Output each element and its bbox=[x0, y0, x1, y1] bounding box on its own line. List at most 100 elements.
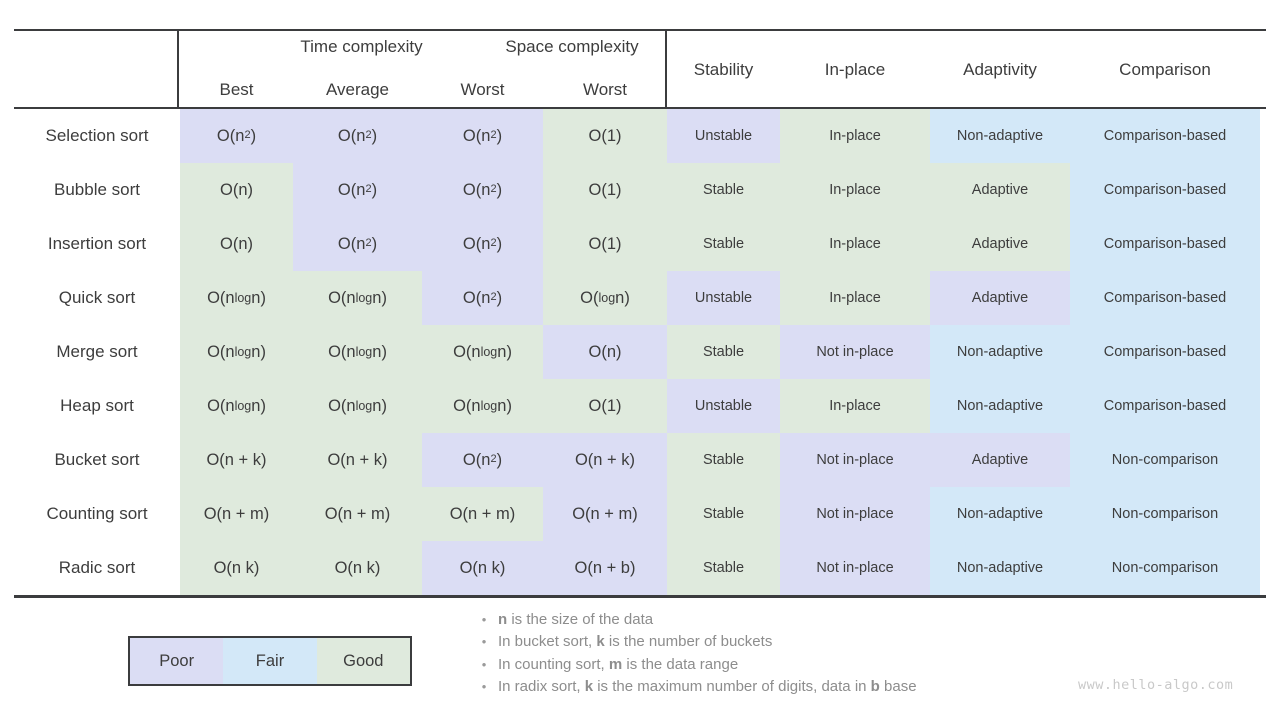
legend-label-poor: Poor bbox=[159, 651, 195, 670]
table-cell: O(n log n) bbox=[422, 325, 543, 379]
table-cell: Adaptive bbox=[930, 271, 1070, 325]
row-label: Bucket sort bbox=[14, 433, 180, 487]
col-header-stability: Stability bbox=[693, 60, 754, 79]
table-cell: O(log n) bbox=[543, 271, 667, 325]
table-top-border bbox=[14, 29, 1266, 31]
row-label: Selection sort bbox=[14, 109, 180, 163]
table-cell: Non-comparison bbox=[1070, 433, 1260, 487]
table-cell: In-place bbox=[780, 163, 930, 217]
time-complexity-group-header: Time complexity bbox=[300, 37, 423, 56]
footnote-text: In radix sort, k is the maximum number o… bbox=[498, 677, 917, 695]
table-cell: Not in-place bbox=[780, 325, 930, 379]
table-cell: O(n + m) bbox=[180, 487, 293, 541]
table-cell: O(1) bbox=[543, 217, 667, 271]
footnotes: •n is the size of the data•In bucket sor… bbox=[470, 609, 917, 698]
table-cell: Not in-place bbox=[780, 541, 930, 595]
table-cell: O(n) bbox=[543, 325, 667, 379]
col-header-best: Best bbox=[219, 80, 254, 99]
legend-item-poor: Poor bbox=[130, 638, 224, 684]
legend-box: Poor Fair Good bbox=[128, 636, 412, 686]
header-divider bbox=[14, 107, 1266, 109]
row-label: Counting sort bbox=[14, 487, 180, 541]
table-cell: O(n) bbox=[180, 163, 293, 217]
table-cell: O(1) bbox=[543, 379, 667, 433]
legend-label-good: Good bbox=[343, 651, 384, 670]
table-cell: Adaptive bbox=[930, 163, 1070, 217]
table-cell: O(n + b) bbox=[543, 541, 667, 595]
table-cell: O(n + m) bbox=[422, 487, 543, 541]
footnote-item: •n is the size of the data bbox=[470, 609, 917, 631]
table-cell: O(n log n) bbox=[293, 379, 422, 433]
table-cell: O(n log n) bbox=[422, 379, 543, 433]
table-cell: O(n k) bbox=[293, 541, 422, 595]
table-cell: Adaptive bbox=[930, 433, 1070, 487]
col-header-inplace: In-place bbox=[824, 60, 886, 79]
table-cell: O(n log n) bbox=[293, 271, 422, 325]
footnote-text: n is the size of the data bbox=[498, 611, 654, 628]
table-cell: Unstable bbox=[667, 379, 780, 433]
table-cell: O(n + m) bbox=[293, 487, 422, 541]
table-cell: Stable bbox=[667, 163, 780, 217]
table-cell: Stable bbox=[667, 325, 780, 379]
col-header-adaptivity: Adaptivity bbox=[963, 60, 1037, 79]
table-cell: Comparison-based bbox=[1070, 325, 1260, 379]
table-cell: Adaptive bbox=[930, 217, 1070, 271]
table-cell: In-place bbox=[780, 379, 930, 433]
row-label: Bubble sort bbox=[14, 163, 180, 217]
bullet-icon: • bbox=[481, 678, 487, 694]
table-cell: O(n + m) bbox=[543, 487, 667, 541]
table-cell: O(n + k) bbox=[543, 433, 667, 487]
table-cell: Unstable bbox=[667, 109, 780, 163]
legend-item-good: Good bbox=[316, 638, 410, 684]
table-cell: In-place bbox=[780, 217, 930, 271]
col-header-worst-time: Worst bbox=[460, 80, 505, 99]
table-cell: Non-adaptive bbox=[930, 487, 1070, 541]
table-cell: Not in-place bbox=[780, 487, 930, 541]
footnote-item: • In counting sort, m is the data range bbox=[470, 654, 917, 676]
space-complexity-group-header: Space complexity bbox=[505, 37, 639, 56]
table-cell: Non-adaptive bbox=[930, 541, 1070, 595]
table-cell: O(n log n) bbox=[293, 325, 422, 379]
table-cell: Stable bbox=[667, 487, 780, 541]
table-cell: Stable bbox=[667, 217, 780, 271]
table-cell: O(n + k) bbox=[293, 433, 422, 487]
footnote-text: In counting sort, m is the data range bbox=[498, 655, 739, 673]
table-cell: Unstable bbox=[667, 271, 780, 325]
row-label: Insertion sort bbox=[14, 217, 180, 271]
table-cell: In-place bbox=[780, 271, 930, 325]
footnote-item: •In bucket sort, k is the number of buck… bbox=[470, 631, 917, 653]
row-label: Radic sort bbox=[14, 541, 180, 595]
table-cell: O(n + k) bbox=[180, 433, 293, 487]
table-cell: Comparison-based bbox=[1070, 163, 1260, 217]
watermark: www.hello-algo.com bbox=[1078, 677, 1234, 693]
table-cell: Comparison-based bbox=[1070, 109, 1260, 163]
bullet-icon: • bbox=[481, 656, 487, 672]
col-header-comparison: Comparison bbox=[1119, 60, 1211, 79]
row-label: Merge sort bbox=[14, 325, 180, 379]
table-cell: O(n k) bbox=[180, 541, 293, 595]
table-cell: O(1) bbox=[543, 109, 667, 163]
table-cell: Non-adaptive bbox=[930, 379, 1070, 433]
footnote-text: In bucket sort, k is the number of bucke… bbox=[498, 633, 773, 651]
table-cell: In-place bbox=[780, 109, 930, 163]
table-cell: Comparison-based bbox=[1070, 271, 1260, 325]
footnote-item: • In radix sort, k is the maximum number … bbox=[470, 676, 917, 698]
col-header-worst-space: Worst bbox=[582, 80, 628, 99]
table-cell: Not in-place bbox=[780, 433, 930, 487]
table-cell: Non-comparison bbox=[1070, 487, 1260, 541]
table-cell: O(n) bbox=[180, 217, 293, 271]
